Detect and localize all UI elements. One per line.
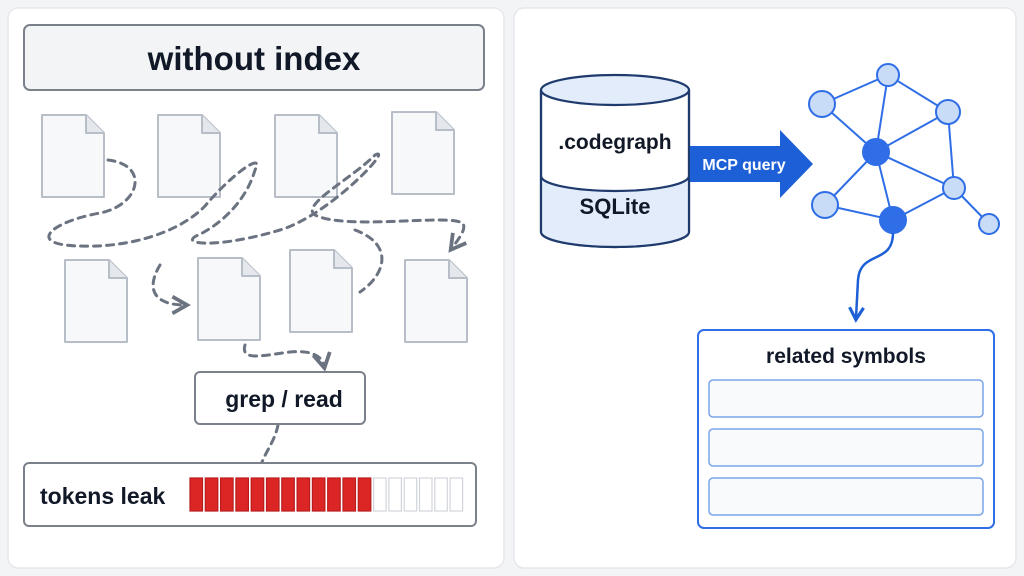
token-segment-empty [418, 477, 433, 512]
graph-node [808, 90, 836, 118]
token-meter [189, 477, 464, 512]
file-icon [289, 249, 353, 333]
file-icon [197, 257, 261, 341]
related-symbol-row [708, 379, 984, 418]
related-symbol-row [708, 477, 984, 516]
graph-node [876, 63, 900, 87]
file-icon [391, 111, 455, 195]
graph-node [811, 191, 839, 219]
without-index-title-box [23, 24, 485, 91]
search-path-upper [47, 152, 468, 253]
tokens-leak-label: tokens leak [40, 483, 165, 509]
sqlite-label: SQLite [580, 194, 651, 219]
mcp-query-label: MCP query [702, 157, 785, 174]
graph-node [978, 213, 1000, 235]
graph-nodes [808, 63, 1000, 235]
token-segment-empty [403, 477, 418, 512]
graph-to-results-arrow [848, 232, 895, 323]
token-segment-filled [327, 477, 341, 512]
database-icon [539, 73, 691, 249]
grep-read-label: grep / read [225, 386, 343, 412]
path-to-tokens [260, 423, 280, 464]
graph-node-active [862, 138, 890, 166]
search-path-left [151, 263, 191, 316]
search-path-right [353, 228, 384, 294]
graph-node [942, 176, 966, 200]
file-icon [157, 114, 221, 198]
token-segment-empty [449, 477, 464, 512]
related-symbol-row [708, 428, 984, 467]
codegraph-label: .codegraph [558, 131, 671, 154]
token-segment-filled [265, 477, 280, 512]
token-segment-filled [189, 477, 204, 512]
token-segment-filled [281, 477, 295, 512]
token-segment-empty [373, 477, 387, 512]
related-symbols-list [708, 379, 984, 516]
file-icon [64, 259, 128, 343]
wandering-search-paths [47, 152, 468, 464]
mcp-query-arrow [690, 130, 813, 198]
file-icon [404, 259, 468, 343]
without-index-title: without index [147, 40, 361, 77]
token-segment-filled [220, 477, 234, 512]
token-segment-empty [388, 477, 402, 512]
token-segment-filled [235, 477, 249, 512]
file-icon [41, 114, 105, 198]
token-segment-filled [204, 477, 219, 512]
path-to-grep [242, 343, 332, 372]
token-segment-filled [357, 477, 372, 512]
grep-read-box [194, 371, 366, 425]
token-segment-empty [434, 477, 448, 512]
file-icon [274, 114, 338, 198]
token-segment-filled [342, 477, 357, 512]
token-segment-filled [250, 477, 265, 512]
related-symbols-title: related symbols [766, 345, 926, 368]
graph-node-active [879, 206, 907, 234]
graph-node [935, 99, 961, 125]
token-segment-filled [311, 477, 326, 512]
token-segment-filled [296, 477, 311, 512]
